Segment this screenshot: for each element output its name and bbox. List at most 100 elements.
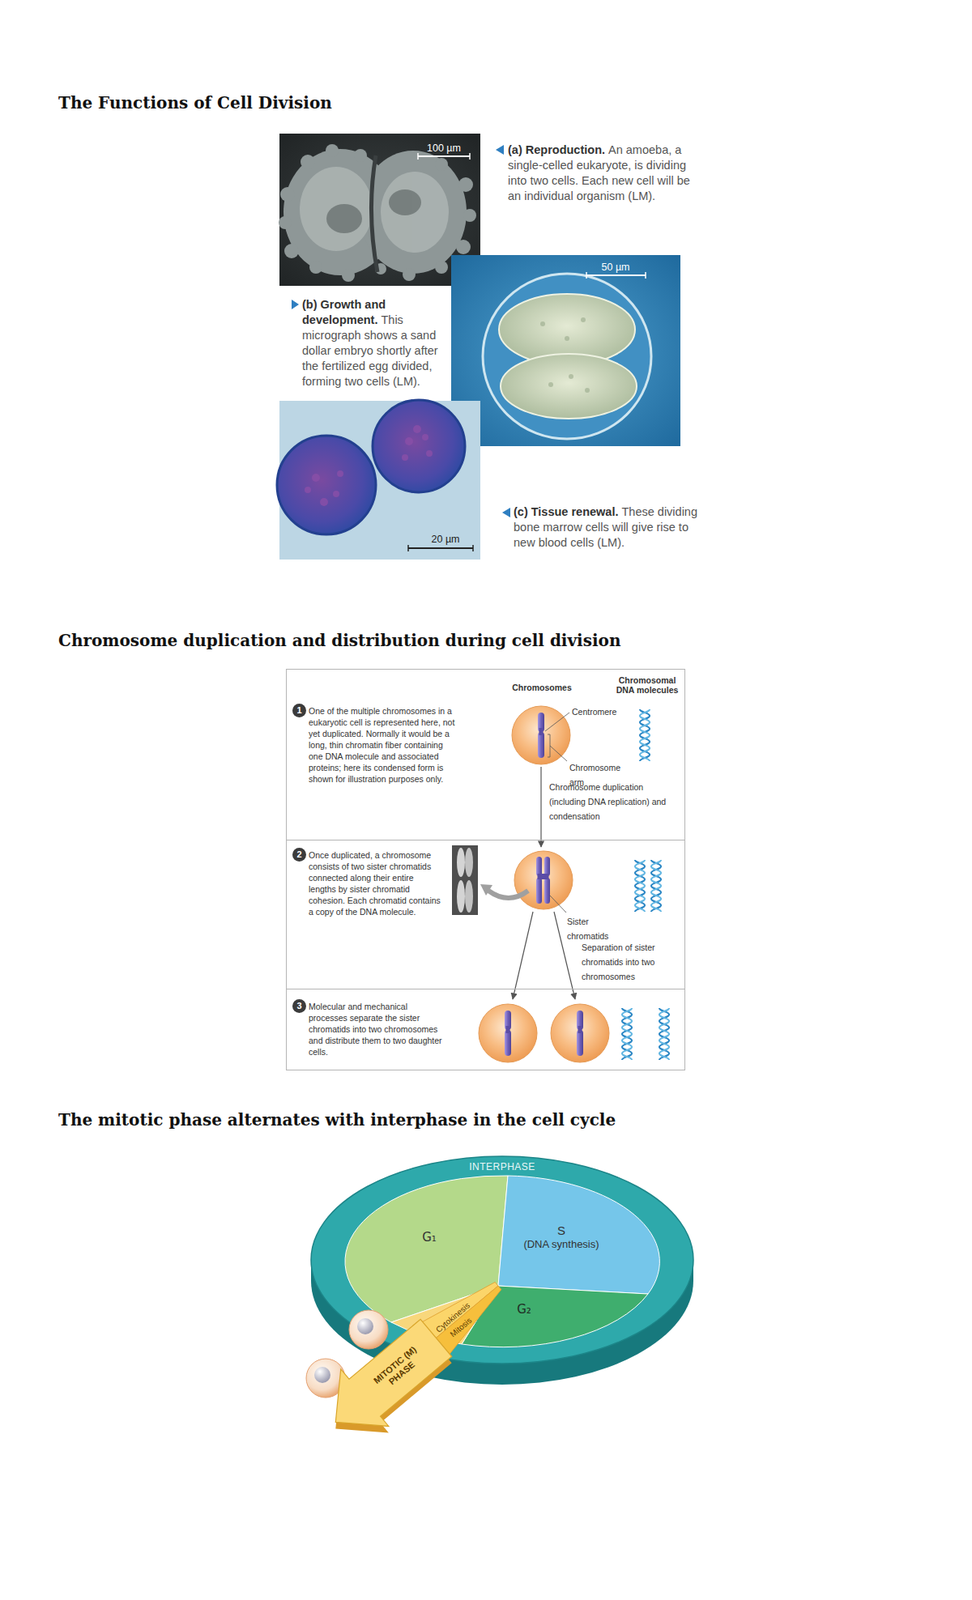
chromosome-figure [512, 912, 533, 1000]
amoeba-micrograph [417, 155, 470, 158]
chromosome-figure [547, 734, 550, 758]
chromosome-figure [488, 891, 529, 899]
phase-label: S [523, 1223, 599, 1239]
phase-note: (DNA synthesis) [523, 1238, 599, 1252]
embryo-micrograph [500, 353, 637, 419]
caption-pointer [495, 144, 504, 155]
g1-sector: G₁ [422, 1230, 437, 1245]
interphase-ring: INTERPHASE G₁ S(DNA synthesis) G₂ [311, 1156, 694, 1386]
bone-marrow-micrograph [472, 545, 474, 552]
amoeba-micrograph [434, 260, 448, 274]
part-label: Centromere [571, 703, 617, 719]
section-heading: The mitotic phase alternates with interp… [58, 1110, 616, 1130]
process-label: Separation of sister chromatids into two… [581, 942, 655, 982]
amoeba-micrograph [284, 243, 299, 259]
amoeba-micrograph [280, 187, 295, 202]
cell-cycle-ring [311, 1156, 694, 1386]
bone-marrow-micrograph [407, 545, 410, 552]
amoeba-micrograph [402, 268, 416, 282]
bone-marrow-micrograph [304, 486, 312, 494]
section-heading: Chromosome duplication and distribution … [58, 630, 621, 651]
amoeba-micrograph [353, 149, 367, 162]
part-label: Sister chromatids [567, 916, 609, 942]
amoeba-micrograph [325, 144, 339, 158]
chromosome-figure [544, 856, 550, 877]
dna-helix [622, 1008, 632, 1061]
embryo-micrograph [644, 272, 647, 279]
amoeba-micrograph [388, 189, 422, 216]
embryo-micrograph [540, 321, 546, 327]
figure-panel: ChromosomesChromosomal DNA moleculesOne … [285, 669, 686, 1071]
bone-marrow-micrograph [413, 425, 422, 434]
g2-sector: G₂ [516, 1302, 532, 1318]
chromosome-figure [514, 851, 573, 910]
amoeba-micrograph [458, 177, 474, 192]
step-number: 2 [292, 848, 307, 862]
cell-cycle-ring [345, 1176, 660, 1348]
amoeba-micrograph [434, 157, 448, 171]
embryo-micrograph [585, 272, 588, 279]
amoeba-micrograph [359, 150, 467, 274]
bone-marrow-micrograph [372, 400, 465, 493]
caption-pointer [291, 144, 511, 518]
callout-number: 3 [292, 999, 307, 1014]
embryo-micrograph [451, 255, 681, 447]
step-text: One of the multiple chromosomes in a euk… [308, 705, 459, 785]
step-text: Once duplicated, a chromosome consists o… [308, 849, 443, 918]
bone-marrow-micrograph [401, 454, 409, 461]
caption-pointer [502, 507, 511, 518]
bone-marrow-micrograph [332, 490, 340, 498]
scale-bar-label: 100 µm [426, 140, 461, 155]
chromosome-figure [544, 878, 550, 904]
dna-helix [651, 860, 661, 913]
chromosome-figure [511, 706, 571, 765]
daughter-cells [357, 1318, 374, 1335]
embryo-micrograph [540, 317, 590, 393]
bone-marrow-micrograph [426, 450, 433, 457]
cell-cycle-ring [311, 1156, 694, 1365]
bone-marrow-micrograph [408, 547, 474, 550]
callout-number: 1 [292, 703, 307, 718]
scale-bar-label: 50 µm [601, 259, 631, 274]
process-label: Separation of sister chromatids into two… [581, 939, 678, 984]
scale-bar-label: 20 µm [431, 531, 461, 546]
amoeba-micrograph [341, 268, 355, 282]
cell-cycle-sectors [498, 1176, 660, 1295]
caption: (c) Tissue renewal.These dividing bone m… [513, 504, 704, 551]
caption-title: (b) Growth and development. [302, 298, 386, 327]
embryo-micrograph [564, 336, 570, 342]
chromosome-figure [539, 728, 544, 736]
caption: (b) Growth and development.This microgra… [302, 297, 448, 390]
column-header: Chromosomal DNA molecules [610, 675, 684, 695]
amoeba-micrograph [278, 216, 292, 230]
section-heading: The Functions of Cell Division [58, 92, 333, 114]
amoeba-micrograph [299, 166, 373, 252]
phase-label: G₂ [516, 1302, 532, 1318]
chromosome-figure [536, 856, 542, 877]
chromosome-figure [550, 1004, 610, 1063]
bone-marrow-micrograph [304, 425, 433, 507]
amoeba-micrograph [300, 154, 316, 170]
phase-label: INTERPHASE [311, 1161, 694, 1173]
chromosome-figure [537, 873, 550, 880]
amoeba-micrograph [279, 133, 481, 286]
bone-marrow-micrograph [311, 473, 320, 482]
mitotic-phase-arrow: MITOTIC (M) PHASE [370, 1343, 427, 1397]
step-text: Molecular and mechanical processes separ… [308, 1001, 447, 1058]
callout-number: 2 [292, 848, 307, 862]
amoeba-micrograph [278, 144, 477, 282]
chromosome-figure [506, 1026, 511, 1034]
step-number: 3 [292, 999, 307, 1014]
phase-label: MITOTIC (M) PHASE [370, 1343, 427, 1397]
phase-label: G₁ [422, 1230, 437, 1245]
embryo-micrograph [548, 382, 554, 388]
dna-helix [635, 860, 645, 913]
caption-pointer [291, 299, 299, 310]
amoeba-micrograph [370, 155, 378, 273]
embryo-micrograph [580, 317, 586, 323]
amoeba-micrograph [326, 204, 363, 234]
bone-marrow-micrograph [277, 400, 481, 560]
amoeba-micrograph [456, 239, 471, 255]
